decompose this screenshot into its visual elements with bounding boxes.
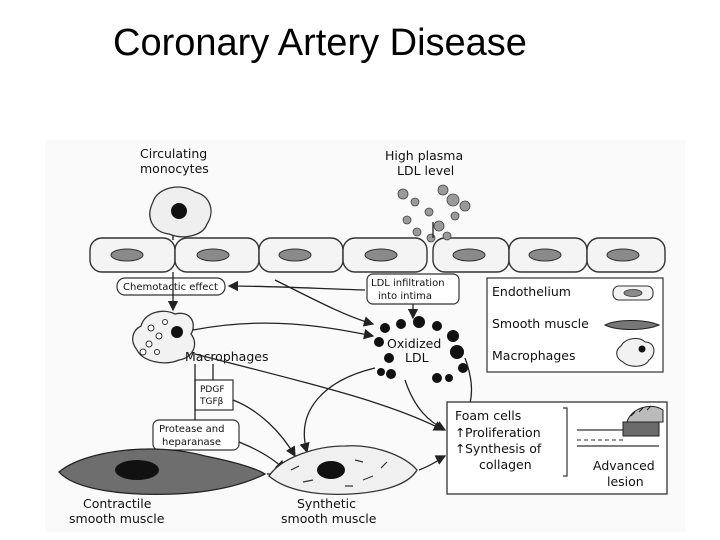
arrow-macrophage-to-oxldl bbox=[192, 322, 375, 340]
macrophage-vacuoles bbox=[139, 319, 168, 356]
contractile-smooth-muscle-cell bbox=[58, 448, 267, 495]
proliferation-arrow: ↑ bbox=[455, 425, 465, 440]
synthesis-label-2: collagen bbox=[479, 457, 532, 472]
chemotactic-effect-label: Chemotactic effect bbox=[123, 282, 218, 293]
advanced-lesion-label-2: lesion bbox=[607, 474, 644, 489]
circulating-monocytes-label-2: monocytes bbox=[140, 161, 209, 176]
legend-macrophages-label: Macrophages bbox=[492, 348, 575, 363]
monocyte-nucleus bbox=[171, 203, 187, 219]
synthesis-arrow: ↑ bbox=[455, 441, 465, 456]
ldl-particles bbox=[397, 184, 471, 243]
protease-label-1: Protease and bbox=[159, 424, 224, 435]
arrow-endothelium-to-oxldl bbox=[274, 279, 375, 327]
protease-label-2: heparanase bbox=[162, 437, 221, 448]
oxidized-ldl-particles bbox=[374, 316, 468, 383]
macrophages-label: Macrophages bbox=[185, 349, 268, 364]
legend-smooth-muscle-icon bbox=[603, 320, 661, 330]
arrow-oxldl-to-synthetic bbox=[299, 367, 376, 454]
proliferation-label: Proliferation bbox=[465, 425, 541, 440]
arrow-macrophage-to-foam bbox=[194, 353, 445, 431]
foam-cells-label: Foam cells bbox=[455, 408, 521, 423]
synthetic-nucleus bbox=[317, 461, 345, 479]
synthetic-organelles bbox=[290, 459, 388, 487]
circulating-monocytes-label-1: Circulating bbox=[140, 146, 207, 161]
synthetic-label-1: Synthetic bbox=[297, 496, 356, 511]
slide-title: Coronary Artery Disease bbox=[113, 22, 527, 64]
synthesis-label-1: Synthesis of bbox=[465, 441, 542, 456]
contractile-label-2: smooth muscle bbox=[69, 511, 165, 526]
arrow-synthetic-to-lesion bbox=[418, 455, 447, 471]
atherosclerosis-diagram: Circulating monocytes High plasma LDL le… bbox=[45, 140, 685, 532]
advanced-lesion-label-1: Advanced bbox=[593, 458, 655, 473]
protease-box bbox=[152, 419, 240, 451]
high-plasma-ldl-label-1: High plasma bbox=[385, 148, 463, 163]
legend-endothelium-nucleus bbox=[623, 289, 643, 297]
ldl-infiltration-label-1: LDL infiltration bbox=[371, 278, 445, 289]
legend-smooth-muscle-label: Smooth muscle bbox=[492, 316, 589, 331]
lesion-bracket bbox=[563, 407, 568, 477]
tgfb-label: TGFβ bbox=[199, 397, 224, 407]
ldl-infiltration-label-2: into intima bbox=[378, 291, 432, 302]
pdgf-tgfb-box bbox=[194, 379, 234, 411]
chemotactic-effect-box bbox=[116, 277, 226, 296]
legend-macrophage-icon bbox=[616, 337, 655, 367]
advanced-lesion-drawing bbox=[577, 405, 664, 447]
oxidized-ldl-label-2: LDL bbox=[405, 350, 429, 365]
contractile-nucleus bbox=[115, 460, 159, 480]
macrophage-nucleus bbox=[171, 326, 183, 338]
contractile-label-1: Contractile bbox=[83, 496, 152, 511]
legend-endothelium-label: Endothelium bbox=[492, 284, 571, 299]
pdgf-label: PDGF bbox=[200, 385, 225, 395]
synthetic-label-2: smooth muscle bbox=[281, 511, 377, 526]
arrow-pdgf-to-synthetic bbox=[232, 399, 296, 458]
oxidized-ldl-label-1: Oxidized bbox=[387, 336, 441, 351]
high-plasma-ldl-label-2: LDL level bbox=[397, 163, 454, 178]
endothelium-nuclei bbox=[110, 248, 640, 262]
macrophage-cell bbox=[131, 310, 196, 364]
legend-macrophage-nucleus bbox=[638, 345, 646, 353]
